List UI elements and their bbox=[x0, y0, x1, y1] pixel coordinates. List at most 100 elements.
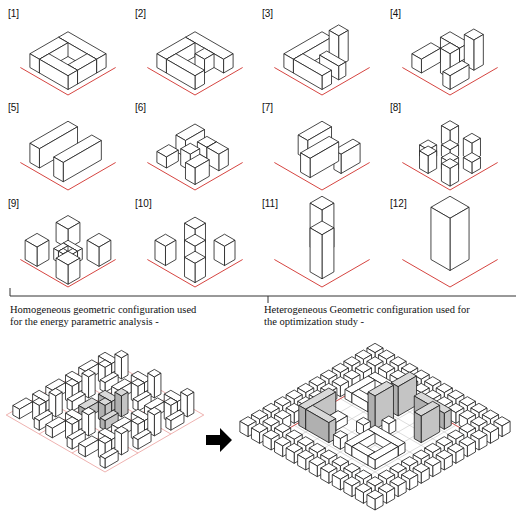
configuration-sketch bbox=[20, 216, 115, 288]
building-face bbox=[398, 376, 416, 416]
building-face bbox=[444, 455, 452, 470]
panel-number: [1] bbox=[8, 8, 48, 20]
building-face bbox=[87, 240, 99, 266]
panel-number: [6] bbox=[135, 102, 175, 114]
building-face bbox=[185, 163, 195, 185]
building-face bbox=[240, 421, 248, 436]
building-face bbox=[344, 481, 352, 496]
building-face bbox=[214, 240, 224, 265]
panel-number: [7] bbox=[262, 102, 302, 114]
building-face bbox=[56, 392, 63, 417]
building-face bbox=[398, 443, 405, 456]
building-face bbox=[472, 158, 481, 174]
heterogeneous-layout bbox=[240, 343, 510, 510]
building-face bbox=[78, 59, 97, 84]
buildings bbox=[13, 350, 194, 468]
building-face bbox=[375, 495, 383, 510]
panel-number: [5] bbox=[8, 102, 48, 114]
building-face bbox=[502, 421, 510, 436]
configuration-sketch bbox=[147, 32, 242, 95]
building-face bbox=[474, 35, 484, 71]
building-face bbox=[387, 488, 395, 503]
building-face bbox=[89, 373, 96, 398]
building-face bbox=[479, 435, 487, 450]
building-face bbox=[410, 475, 418, 490]
configuration-sketch bbox=[402, 29, 497, 95]
homogeneous-layout bbox=[6, 350, 203, 472]
caption: Heterogeneous Geometric configuration us… bbox=[264, 304, 479, 328]
building-face bbox=[450, 164, 459, 187]
configuration-sketch bbox=[147, 217, 242, 287]
building-face bbox=[421, 48, 440, 73]
building-face bbox=[121, 392, 128, 417]
building-face bbox=[345, 389, 352, 402]
building-face bbox=[52, 421, 65, 438]
building-face bbox=[284, 54, 294, 73]
configuration-sketch bbox=[20, 121, 115, 190]
building-face bbox=[224, 54, 234, 73]
building-face bbox=[89, 411, 96, 436]
building-face bbox=[333, 435, 340, 450]
building-face bbox=[412, 54, 422, 73]
building-face bbox=[322, 228, 334, 279]
panel-number: [9] bbox=[8, 198, 48, 210]
configuration-sketch bbox=[402, 196, 497, 287]
building-face bbox=[165, 240, 175, 265]
configuration-sketch bbox=[20, 32, 115, 95]
building-face bbox=[79, 444, 86, 457]
building-face bbox=[275, 441, 283, 456]
building-face bbox=[298, 455, 306, 470]
building-face bbox=[352, 393, 368, 412]
building-face bbox=[121, 354, 128, 379]
building-face bbox=[389, 420, 396, 435]
bracket bbox=[10, 288, 516, 303]
building-face bbox=[157, 54, 167, 73]
building-face bbox=[355, 488, 363, 503]
building-face bbox=[13, 406, 20, 419]
building-face bbox=[46, 425, 53, 438]
panel-number: [2] bbox=[135, 8, 175, 20]
panel-number: [4] bbox=[390, 8, 430, 20]
building-face bbox=[155, 240, 165, 265]
building-face bbox=[321, 468, 329, 483]
building-face bbox=[171, 413, 184, 430]
configuration-sketch bbox=[274, 121, 369, 190]
building-face bbox=[367, 495, 375, 510]
building-face bbox=[195, 70, 205, 89]
building-face bbox=[352, 447, 368, 466]
building-face bbox=[368, 456, 375, 469]
configuration-sketch bbox=[147, 124, 242, 190]
buildings bbox=[240, 343, 510, 510]
configuration-sketch bbox=[274, 25, 369, 95]
building-face bbox=[428, 151, 437, 174]
building-face bbox=[195, 160, 209, 185]
building-face bbox=[34, 418, 39, 430]
panel-number: [3] bbox=[262, 8, 302, 20]
building-face bbox=[56, 258, 68, 284]
building-face bbox=[37, 240, 49, 266]
building-face bbox=[467, 441, 475, 456]
building-face bbox=[456, 448, 464, 463]
building-face bbox=[310, 142, 339, 178]
building-face bbox=[431, 207, 450, 270]
building-face bbox=[299, 405, 306, 429]
building-face bbox=[414, 412, 421, 443]
building-face bbox=[63, 141, 101, 182]
building-face bbox=[219, 149, 229, 171]
building-face bbox=[185, 257, 195, 282]
building-face bbox=[39, 59, 68, 89]
building-face bbox=[450, 65, 469, 90]
building-face bbox=[68, 258, 80, 284]
building-face bbox=[444, 409, 451, 429]
building-face bbox=[30, 54, 40, 73]
building-face bbox=[30, 143, 40, 168]
building-face bbox=[420, 151, 429, 174]
building-face bbox=[309, 461, 317, 476]
building-face bbox=[100, 456, 105, 468]
building-face bbox=[187, 392, 194, 417]
building-face bbox=[19, 402, 32, 419]
building-face bbox=[443, 72, 450, 90]
building-face bbox=[441, 164, 450, 187]
caption: Homogeneous geometric configuration used… bbox=[10, 304, 210, 328]
